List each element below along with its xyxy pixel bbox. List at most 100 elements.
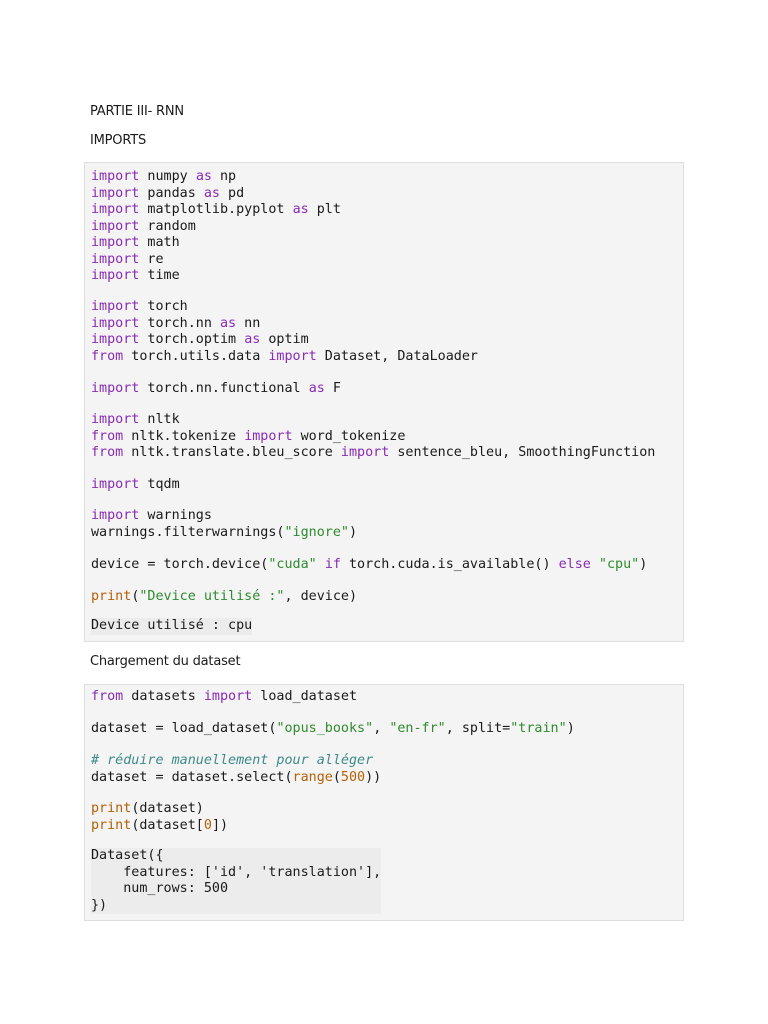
string-literal: "opus_books" — [276, 721, 374, 736]
code-text: ( — [131, 589, 140, 604]
code-text: datasets — [123, 689, 204, 704]
builtin-name: print — [91, 817, 132, 833]
code-text: (dataset[ — [131, 817, 204, 833]
cell-output: Device utilisé : cpu — [91, 618, 253, 635]
keyword: else — [558, 557, 591, 572]
code-text: nltk.tokenize — [123, 428, 245, 444]
builtin-name: print — [91, 589, 132, 604]
keyword: import — [268, 348, 317, 364]
code-text: nltk.translate.bleu_score — [123, 445, 341, 460]
keyword: import — [91, 202, 140, 217]
code-cell-dataset[interactable]: from datasets import load_dataset datase… — [84, 684, 684, 921]
code-text: Dataset, DataLoader — [316, 348, 478, 364]
code-block: # réduire manuellement pour alléger data… — [91, 753, 381, 786]
keyword: as — [203, 185, 220, 201]
keyword: import — [91, 218, 140, 234]
keyword: import — [91, 381, 140, 396]
code-text: ) — [639, 557, 648, 572]
keyword: as — [195, 169, 212, 184]
code-text: torch.cuda.is_available() — [340, 557, 559, 572]
code-text: torch.nn — [139, 315, 220, 331]
keyword: import — [203, 689, 253, 704]
code-text: warnings.filterwarnings( — [91, 524, 285, 540]
keyword: import — [91, 268, 140, 283]
string-literal: "cuda" — [268, 557, 317, 572]
code-block: import numpy as np import pandas as pd i… — [91, 169, 341, 285]
code-text: word_tokenize — [292, 428, 406, 444]
code-text: re — [139, 251, 164, 267]
code-text: math — [139, 235, 180, 250]
builtin-name: print — [91, 801, 132, 816]
code-block: import tqdm — [91, 477, 180, 494]
code-text — [591, 557, 599, 572]
code-text: dataset = load_dataset( — [91, 721, 277, 736]
string-literal: "cpu" — [598, 557, 640, 572]
code-text: torch — [139, 299, 188, 314]
code-block: dataset = load_dataset("opus_books", "en… — [91, 721, 575, 738]
code-text: ( — [332, 769, 341, 785]
code-text: np — [211, 169, 237, 184]
code-text — [317, 557, 325, 572]
code-text: nltk — [139, 412, 180, 427]
string-literal: "ignore" — [284, 524, 349, 540]
keyword: import — [340, 445, 390, 460]
code-text: numpy — [139, 169, 196, 184]
code-text: , — [373, 721, 390, 736]
code-text: optim — [260, 332, 309, 347]
keyword: import — [244, 428, 293, 444]
keyword: import — [91, 508, 140, 523]
code-text: load_dataset — [252, 689, 358, 704]
keyword: import — [91, 251, 140, 267]
code-block: import torch.nn.functional as F — [91, 381, 341, 398]
code-text: , device) — [284, 589, 358, 604]
string-literal: "en-fr" — [389, 721, 446, 736]
code-block: from datasets import load_dataset — [91, 689, 357, 706]
section-heading-dataset: Chargement du dataset — [90, 654, 241, 669]
code-text: time — [139, 268, 180, 283]
keyword: as — [292, 202, 309, 217]
keyword: import — [91, 315, 140, 331]
keyword: import — [91, 477, 140, 492]
code-block: import nltk from nltk.tokenize import wo… — [91, 412, 655, 462]
code-text: ) — [566, 721, 575, 736]
code-text: (dataset) — [131, 801, 204, 816]
keyword: import — [91, 299, 140, 314]
code-cell-imports[interactable]: import numpy as np import pandas as pd i… — [84, 162, 684, 642]
string-literal: "train" — [510, 721, 567, 736]
code-text: plt — [308, 202, 341, 217]
section-heading-imports: IMPORTS — [90, 133, 147, 148]
keyword: from — [91, 689, 124, 704]
code-text: tqdm — [139, 477, 180, 492]
code-text: ) — [348, 524, 358, 540]
code-text: ]) — [211, 817, 229, 833]
code-text: )) — [365, 769, 382, 785]
keyword: if — [324, 557, 341, 572]
keyword: import — [91, 185, 140, 201]
code-text: torch.utils.data — [123, 348, 269, 364]
page-title: PARTIE III- RNN — [90, 104, 184, 119]
code-block: import warnings warnings.filterwarnings(… — [91, 508, 357, 541]
keyword: from — [91, 445, 124, 460]
code-text: torch.nn.functional — [139, 381, 309, 396]
code-text: warnings — [139, 508, 212, 523]
keyword: from — [91, 428, 124, 444]
code-text: random — [139, 218, 196, 234]
cell-output: Dataset({ features: ['id', 'translation'… — [91, 848, 382, 914]
string-literal: "Device utilisé :" — [139, 589, 285, 604]
comment: # réduire manuellement pour alléger — [91, 753, 374, 768]
keyword: import — [91, 169, 140, 184]
keyword: as — [308, 381, 325, 396]
code-text: pandas — [139, 185, 204, 201]
code-text: F — [324, 381, 341, 396]
code-text: dataset = dataset.select( — [91, 769, 293, 785]
builtin-name: range — [292, 769, 333, 785]
code-block: import torch import torch.nn as nn impor… — [91, 299, 478, 365]
keyword: import — [91, 332, 140, 347]
code-text: sentence_bleu, SmoothingFunction — [389, 445, 656, 460]
code-text: pd — [220, 185, 245, 201]
code-text: matplotlib.pyplot — [139, 202, 293, 217]
number-literal: 500 — [340, 769, 366, 785]
keyword: as — [244, 332, 261, 347]
code-block: print("Device utilisé :", device) — [91, 589, 357, 606]
code-text: torch.optim — [139, 332, 245, 347]
